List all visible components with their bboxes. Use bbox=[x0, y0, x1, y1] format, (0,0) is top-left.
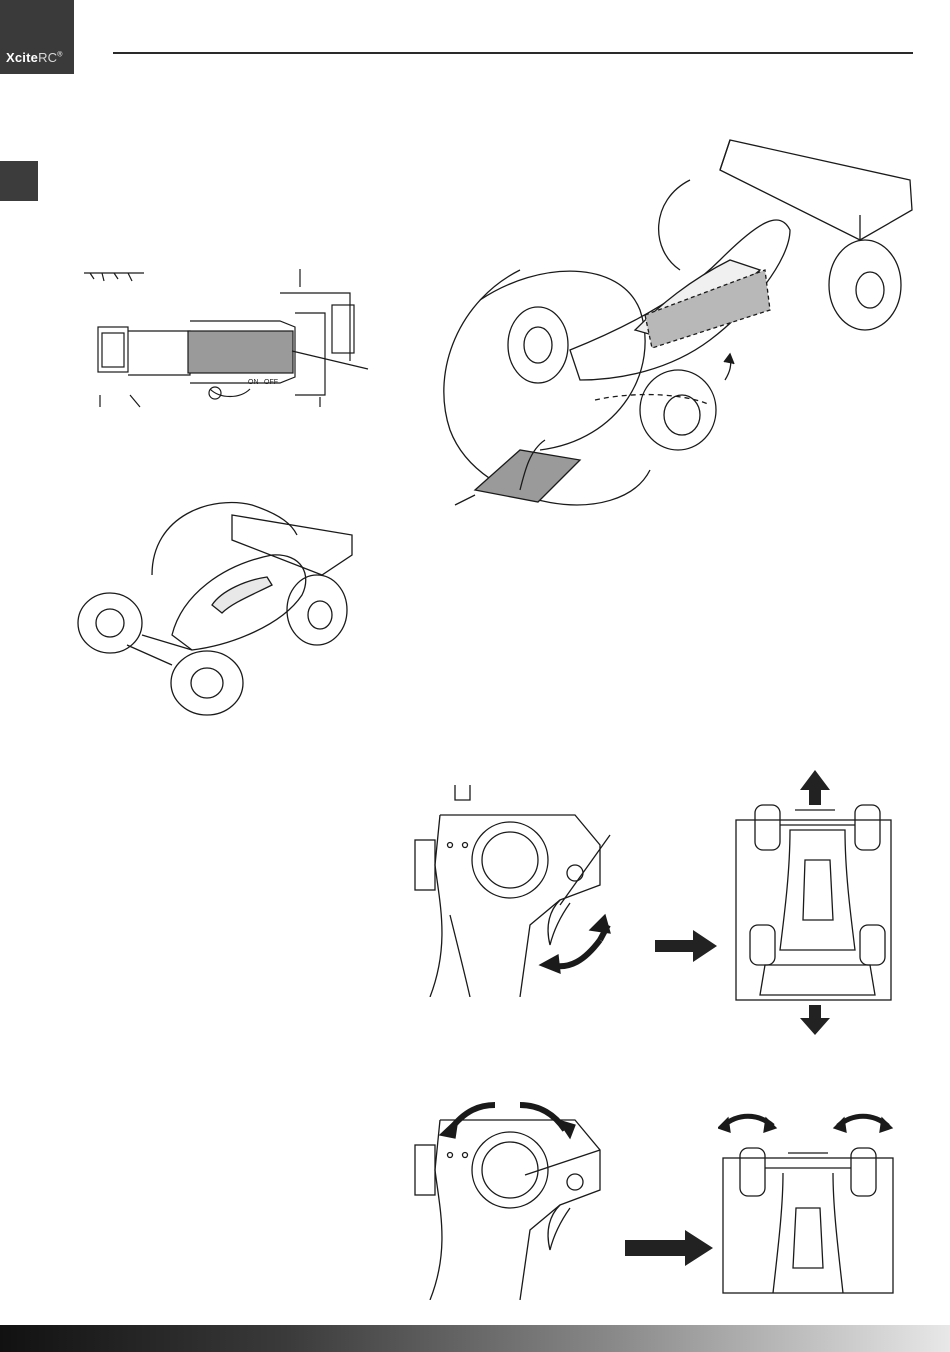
steering-result-arrow bbox=[625, 1230, 713, 1266]
throttle-transmitter-figure bbox=[410, 785, 625, 997]
switch-on-label: ON bbox=[248, 379, 259, 386]
header-rule bbox=[113, 52, 913, 54]
switch-off-label: OFF bbox=[264, 379, 278, 386]
double-sided-tape-pad bbox=[475, 450, 580, 502]
arrow-forward-icon bbox=[800, 770, 830, 805]
battery-compartment-figure: ON OFF bbox=[80, 265, 380, 410]
brand-registered-mark: ® bbox=[57, 52, 62, 59]
footer-bar bbox=[0, 1325, 950, 1352]
car-top-view-left-right bbox=[718, 1108, 898, 1298]
throttle-result-arrow bbox=[655, 930, 717, 962]
steering-transmitter-figure bbox=[410, 1090, 625, 1300]
assembled-car-figure bbox=[72, 485, 362, 720]
battery-pack-shaded bbox=[188, 331, 293, 373]
brand-logo: XciteRC® bbox=[0, 0, 74, 74]
brand-name-bold: Xcite bbox=[6, 50, 38, 65]
brand-wordmark: XciteRC® bbox=[6, 50, 63, 65]
body-removal-figure bbox=[420, 110, 920, 530]
brand-name-light: RC bbox=[38, 50, 57, 65]
arrow-backward-icon bbox=[800, 1005, 830, 1035]
car-top-view-forward-back bbox=[735, 770, 895, 1035]
section-tab bbox=[0, 161, 38, 201]
